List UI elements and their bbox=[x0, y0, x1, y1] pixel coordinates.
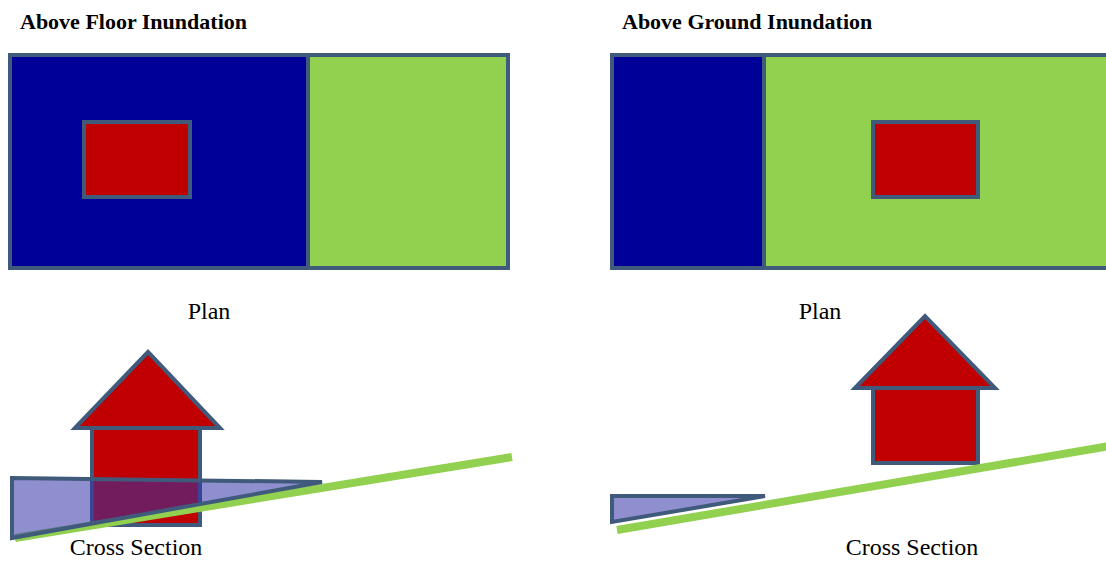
house-roof bbox=[75, 352, 220, 428]
water-area bbox=[10, 55, 308, 268]
view-label: Plan bbox=[188, 298, 231, 324]
water-wedge bbox=[612, 496, 765, 522]
house-roof bbox=[855, 316, 995, 388]
ground-area bbox=[308, 55, 508, 268]
house-footprint bbox=[873, 122, 978, 197]
house-body bbox=[873, 388, 978, 463]
panel-title: Above Floor Inundation bbox=[20, 10, 247, 34]
ground-area bbox=[764, 55, 1106, 268]
view-label: Cross Section bbox=[846, 534, 979, 560]
panel-title: Above Ground Inundation bbox=[622, 10, 872, 34]
view-label: Cross Section bbox=[70, 534, 203, 560]
house-footprint bbox=[84, 122, 190, 197]
water-area bbox=[612, 55, 764, 268]
view-label: Plan bbox=[799, 298, 842, 324]
ground-line bbox=[617, 446, 1106, 530]
water-wedge bbox=[12, 478, 322, 538]
